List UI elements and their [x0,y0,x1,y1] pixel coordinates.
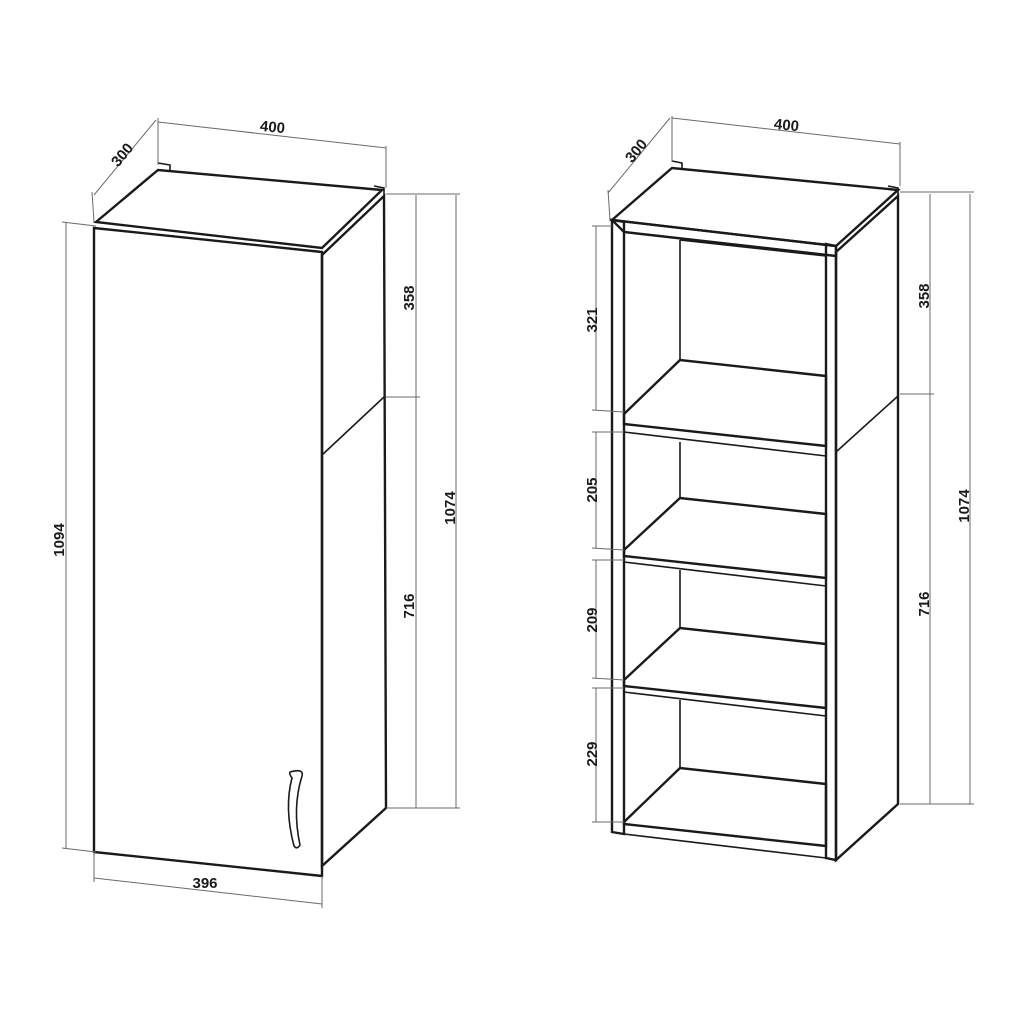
open-cabinet-shelf-2-front [623,561,827,587]
dim-height-side-label: 1074 [956,489,973,523]
dim-ext [607,189,611,221]
dim-shelf-2-label: 205 [584,477,601,502]
open-cabinet-top-lip-right [887,185,899,196]
open-cabinet-shelf-1-front-b [623,431,827,457]
open-cabinet-bottom [622,766,828,848]
dim-width-top-label: 400 [773,116,800,136]
open-cabinet-dimensions: 300 400 321 205 209 229 358 716 1074 [584,116,974,823]
dim-line-width-front [93,877,323,905]
closed-cabinet-door-top-edge [95,221,323,249]
dim-height-upper-label: 358 [401,285,418,310]
dim-depth-label: 300 [622,136,651,166]
dim-height-upper-label: 358 [916,283,933,308]
open-cabinet-shelf-3 [622,626,828,710]
dim-height-total-label: 1094 [51,523,68,557]
open-cabinet-side [834,193,900,863]
dim-height-lower-label: 716 [401,593,418,618]
door-handle [287,769,304,849]
dim-depth-label: 300 [108,140,137,170]
dim-shelf-3-label: 209 [584,607,601,632]
open-cabinet-bottom-front [623,833,827,859]
dim-ext [591,409,625,413]
closed-cabinet [92,162,388,878]
dim-shelf-4-label: 229 [584,741,601,766]
open-cabinet-back-upper [679,240,827,377]
dim-ext [91,191,95,223]
closed-cabinet-top-lip-right [373,185,385,196]
dim-height-lower-label: 716 [916,591,933,616]
open-cabinet [608,160,901,863]
dim-height-side-label: 1074 [442,491,459,525]
open-cabinet-shelf-3-front [623,691,827,717]
dim-shelf-1-label: 321 [584,307,601,332]
closed-cabinet-top-lip [157,162,171,170]
open-cabinet-back-top-edge [679,239,827,257]
open-cabinet-right-panel [824,242,838,862]
open-cabinet-top-board [608,218,838,258]
dim-ext [591,677,625,681]
open-cabinet-shelf-1-front [623,423,827,447]
open-cabinet-back-3 [679,570,827,645]
dim-width-top-label: 400 [259,118,286,138]
open-cabinet-shelf-2 [622,496,828,580]
open-cabinet-top-lip [671,160,683,168]
dim-ext [61,221,97,227]
dim-line-depth [93,119,157,196]
open-cabinet-shelf-1 [622,358,828,448]
dim-line-depth [607,117,671,194]
closed-cabinet-side-divider [321,396,385,456]
closed-cabinet-top [93,168,385,250]
closed-cabinet-dimensions: 300 400 1094 358 716 1074 396 [51,118,460,908]
open-cabinet-left-panel [610,218,626,836]
closed-cabinet-door [92,226,324,878]
dim-ext [591,547,625,551]
open-cabinet-side-divider [835,395,899,453]
dim-ext [61,847,97,853]
dim-width-front-label: 396 [192,875,217,892]
closed-cabinet-side [320,193,388,869]
dim-line-width-top [157,121,387,149]
dim-line-width-top [671,117,901,145]
